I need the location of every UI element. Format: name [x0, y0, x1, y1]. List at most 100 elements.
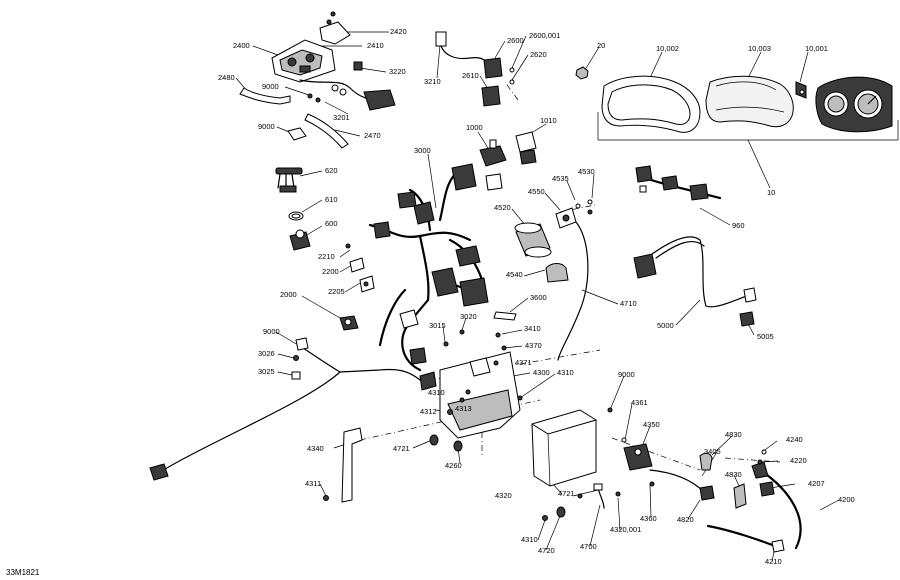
- bracket-2205: [359, 275, 375, 293]
- sensor-harness-620: [275, 167, 303, 193]
- nut-20: [575, 66, 589, 80]
- fastener-3015: [443, 341, 449, 347]
- connector-10001: [795, 81, 807, 99]
- connector-5005: [739, 311, 755, 327]
- callout-3600: 3600: [530, 293, 547, 302]
- callout-4310: 4310: [428, 388, 445, 397]
- callout-2205: 2205: [328, 287, 345, 296]
- callout-4210: 4210: [765, 557, 782, 566]
- callout-2400: 2400: [233, 41, 250, 50]
- callout-4520: 4520: [494, 203, 511, 212]
- callout-4361: 4361: [631, 398, 648, 407]
- callout-4313: 4313: [455, 404, 472, 413]
- callout-3405: 3405: [704, 447, 721, 456]
- callout-9000: 9000: [263, 327, 280, 336]
- callout-4207: 4207: [808, 479, 825, 488]
- callout-4300: 4300: [533, 368, 550, 377]
- fastener-3410: [495, 332, 501, 338]
- filter-4520: [514, 222, 552, 258]
- callout-9000: 9000: [618, 370, 635, 379]
- drawing-code: 33M1821: [6, 568, 40, 577]
- switch-harness-3210: [435, 31, 515, 107]
- callout-3201: 3201: [333, 113, 350, 122]
- callout-4260: 4260: [445, 461, 462, 470]
- fastener-4320001: [615, 491, 621, 497]
- callout-5000: 5000: [657, 321, 674, 330]
- callout-4700: 4700: [580, 542, 597, 551]
- o-ring-610: [288, 211, 304, 221]
- bracket-4550: [555, 207, 577, 229]
- callout-1010: 1010: [540, 116, 557, 125]
- callout-4710: 4710: [620, 299, 637, 308]
- callout-4350: 4350: [643, 420, 660, 429]
- callout-4721: 4721: [558, 489, 575, 498]
- callout-4220: 4220: [790, 456, 807, 465]
- main-wiring-harness-3000: [368, 163, 503, 372]
- callout-600: 600: [325, 219, 338, 228]
- callout-4360: 4360: [640, 514, 657, 523]
- callout-20: 20: [597, 41, 606, 50]
- callout-4540: 4540: [506, 270, 523, 279]
- callout-4535: 4535: [552, 174, 569, 183]
- callout-10: 10: [767, 188, 776, 197]
- grommet-4720: [556, 506, 566, 518]
- fastener-2210: [345, 243, 351, 249]
- grommet-4721-left: [429, 434, 439, 446]
- cluster-bezel-10002: [601, 75, 701, 133]
- fasteners-4240-4220: [757, 449, 767, 465]
- callout-3015: 3015: [429, 321, 446, 330]
- callout-2600-001: 2600,001: [529, 31, 561, 40]
- callout-4820: 4820: [677, 515, 694, 524]
- hose-2480: [239, 87, 291, 105]
- callout-620: 620: [325, 166, 338, 175]
- callout-4340: 4340: [307, 444, 324, 453]
- callout-4310: 4310: [557, 368, 574, 377]
- battery-tray-4300: [439, 351, 521, 439]
- callout-3410: 3410: [524, 324, 541, 333]
- cluster-lens-10003: [705, 75, 794, 128]
- callout-4240: 4240: [786, 435, 803, 444]
- cover-4540: [545, 263, 569, 283]
- connector-1000: [479, 139, 507, 167]
- cable-4820: [649, 469, 715, 501]
- bracket-2200: [349, 257, 365, 273]
- callout-3020: 3020: [460, 312, 477, 321]
- callout-2200: 2200: [322, 267, 339, 276]
- callout-4320: 4320: [495, 491, 512, 500]
- battery-cable-4200: [706, 461, 802, 553]
- fastener-4360: [649, 481, 655, 487]
- sensor-600: [289, 229, 311, 251]
- callout-4721: 4721: [393, 444, 410, 453]
- callout-4370: 4370: [525, 341, 542, 350]
- callout-10-002: 10,002: [656, 44, 679, 53]
- callout-2480: 2480: [218, 73, 235, 82]
- callout-4200: 4200: [838, 495, 855, 504]
- callout-3220: 3220: [389, 67, 406, 76]
- sensor-2000: [339, 315, 359, 331]
- solenoid-4350: [607, 407, 653, 471]
- callout-4830: 4830: [725, 470, 742, 479]
- bolt-3600: [493, 311, 517, 321]
- harness-9000-long: [149, 337, 437, 481]
- tube-4710: [557, 221, 589, 361]
- callout-3210: 3210: [424, 77, 441, 86]
- clip-3025: [291, 371, 301, 380]
- callout-2000: 2000: [280, 290, 297, 299]
- callout-9000: 9000: [262, 82, 279, 91]
- callout-10-001: 10,001: [805, 44, 828, 53]
- bolt-4311: [323, 495, 329, 501]
- grommet-4260: [453, 440, 463, 452]
- callout-4530: 4530: [578, 167, 595, 176]
- callout-2610: 2610: [462, 71, 479, 80]
- gauge-cluster-10: [815, 76, 893, 133]
- fasteners-4310-4312-4313: [447, 389, 523, 415]
- harness-960: [635, 165, 722, 201]
- callout-4312: 4312: [420, 407, 437, 416]
- hose-2470: [304, 113, 349, 149]
- callout-10-003: 10,003: [748, 44, 771, 53]
- callout-4830: 4830: [725, 430, 742, 439]
- cable-4700: [593, 483, 605, 509]
- fastener-3020: [459, 329, 465, 335]
